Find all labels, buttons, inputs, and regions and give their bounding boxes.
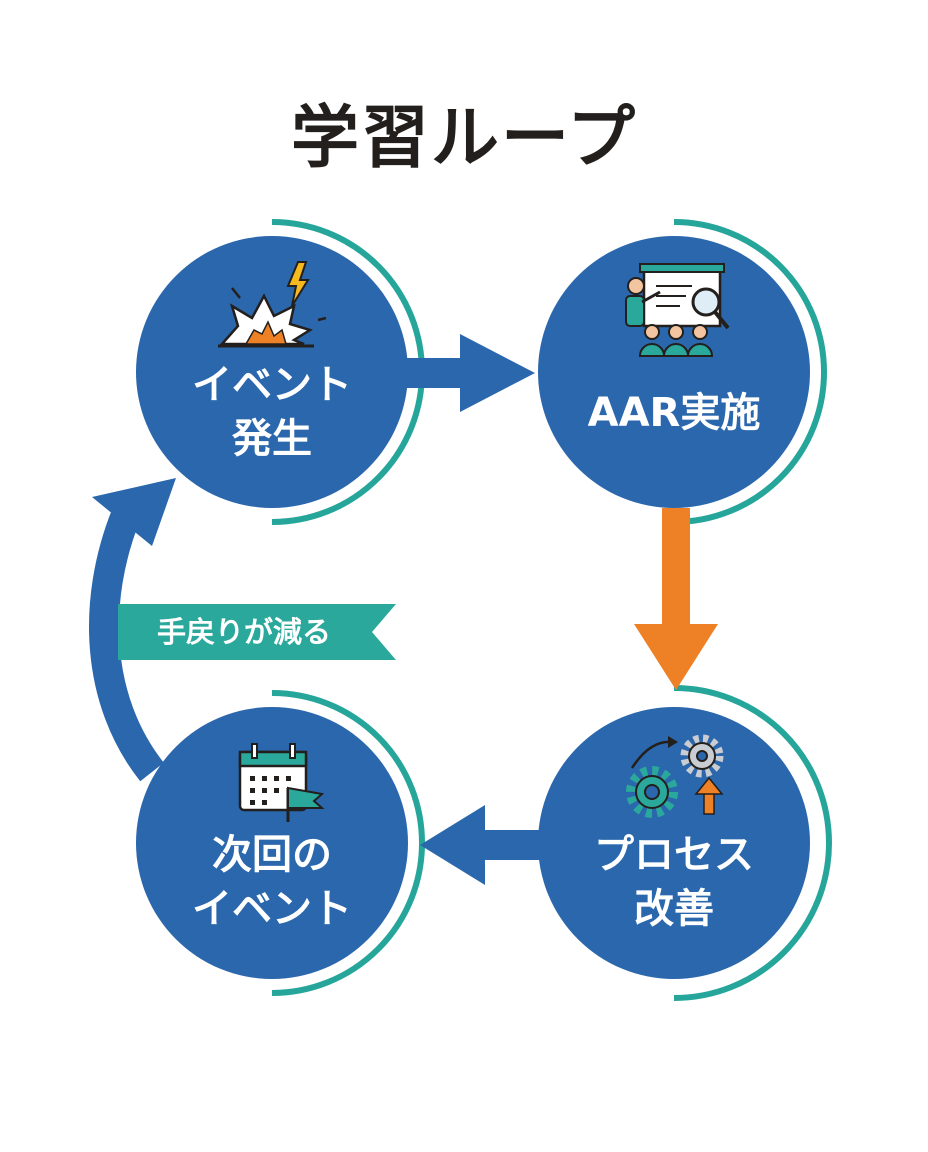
arrow-process-to-next: [420, 805, 555, 885]
node-event: [136, 236, 408, 508]
node-next-line1: 次回の: [212, 832, 332, 878]
node-process: [538, 707, 810, 979]
accent-arc-aar: [673, 219, 827, 525]
node-aar-label: AAR実施: [544, 386, 804, 440]
explosion-icon: [218, 261, 327, 348]
presentation-analysis-icon: [625, 263, 730, 357]
node-event-label: イベント 発生: [142, 358, 402, 466]
node-next-label: 次回の イベント: [142, 828, 402, 936]
result-banner: [118, 604, 396, 660]
arrow-next-to-event: [89, 478, 176, 782]
page-title: 学習ループ: [291, 99, 637, 178]
node-event-line2: 発生: [232, 416, 312, 462]
calendar-flag-icon: [238, 743, 325, 822]
node-process-line2: 改善: [634, 886, 714, 932]
accent-arc-process: [673, 685, 832, 1001]
node-aar: [538, 236, 810, 508]
gears-improvement-icon: [626, 734, 724, 818]
node-process-label: プロセス 改善: [544, 828, 804, 936]
node-aar-line1: AAR実施: [587, 390, 761, 436]
result-banner-label: 手戻りが減る: [156, 615, 331, 649]
node-next: [136, 707, 408, 979]
node-event-line1: イベント: [192, 362, 352, 408]
node-process-line1: プロセス: [594, 832, 754, 878]
node-next-line2: イベント: [192, 886, 352, 932]
arrow-event-to-aar: [400, 334, 535, 412]
arrow-aar-to-process: [634, 508, 718, 690]
accent-arc-next: [271, 690, 425, 996]
